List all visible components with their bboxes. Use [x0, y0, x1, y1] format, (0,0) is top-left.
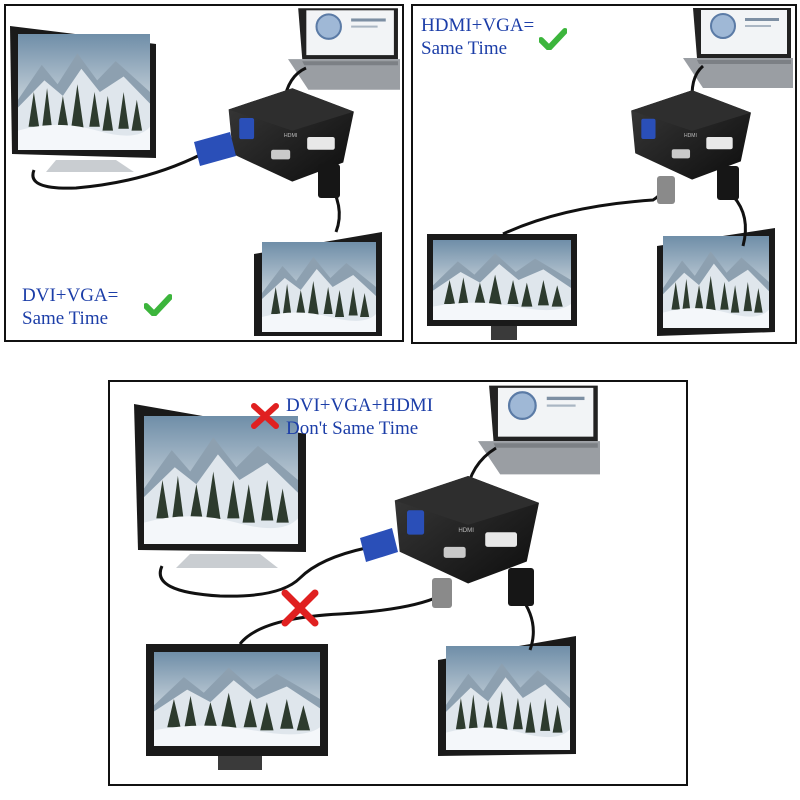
left-monitor-image: [427, 234, 577, 340]
left-monitor-image: [134, 404, 306, 568]
bottom-left-monitor-image: [146, 644, 328, 770]
caption-line: Don't Same Time: [286, 418, 419, 439]
panel-dvi-vga: DVI+VGA= Same Time: [4, 4, 404, 342]
adapter-hub-image: [394, 476, 539, 584]
laptop-image: [478, 384, 600, 476]
panel-2-caption: HDMI+VGA= Same Time: [421, 14, 534, 60]
left-monitor-image: [10, 26, 156, 172]
laptop-image: [288, 8, 400, 90]
right-monitor-image: [254, 232, 382, 336]
panel-3-illustration: [134, 384, 600, 770]
panel-1-caption: DVI+VGA= Same Time: [22, 284, 118, 330]
caption-line: Same Time: [421, 38, 508, 59]
panel-dvi-vga-hdmi: DVI+VGA+HDMI Don't Same Time: [108, 380, 688, 786]
panel-1-illustration: [10, 8, 400, 336]
caption-line: DVI+VGA=: [22, 285, 119, 306]
right-monitor-image: [657, 228, 775, 336]
bottom-right-monitor-image: [438, 636, 576, 756]
caption-line: DVI+VGA+HDMI: [286, 395, 434, 416]
caption-line: HDMI+VGA=: [421, 15, 535, 36]
cross-icon: [251, 403, 279, 429]
check-icon: [144, 294, 172, 316]
laptop-image: [683, 8, 793, 88]
check-icon: [539, 28, 567, 50]
panel-2-illustration: [427, 8, 793, 340]
cable-cross-icon: [281, 589, 319, 627]
caption-line: Same Time: [22, 308, 109, 329]
panel-hdmi-vga: HDMI+VGA= Same Time: [411, 4, 797, 344]
panel-3-caption: DVI+VGA+HDMI Don't Same Time: [286, 394, 433, 440]
